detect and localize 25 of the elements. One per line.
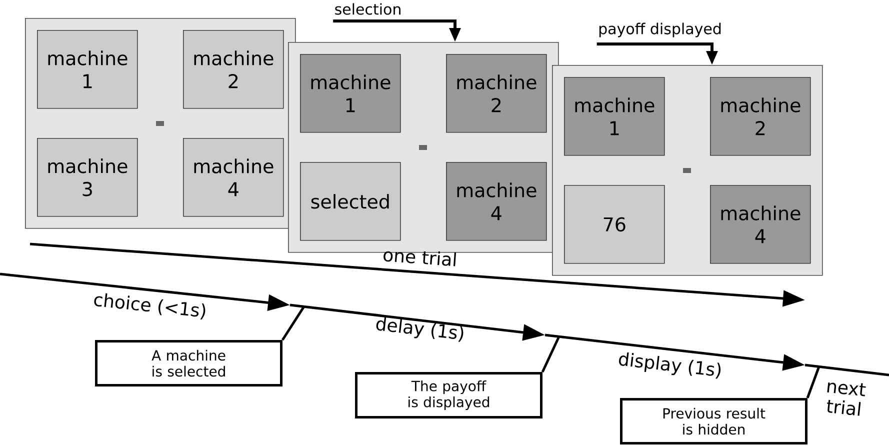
machine-box: machine 1 [564,77,665,156]
leader-line [806,366,820,398]
machine-box: machine 4 [183,138,284,217]
leader-line [541,336,560,373]
machine-box: 76 [564,185,665,264]
stage-label: selection [335,3,400,15]
duration-label: one trial [384,251,456,266]
callout-box: The payoff is displayed [355,372,542,418]
duration-label: next trial [827,382,866,416]
machine-box: machine 1 [37,30,138,109]
machine-box: machine 3 [37,138,138,217]
machine-box: machine 2 [710,77,811,156]
duration-label: choice (<1s) [94,293,206,320]
machine-box: machine 2 [446,54,547,133]
machine-box: machine 4 [710,185,811,264]
callout-box: Previous result is hidden [620,398,808,444]
machine-box: machine 4 [446,162,547,241]
machine-box: machine 1 [300,54,401,133]
leader-line [281,306,306,341]
machine-box: selected [300,162,401,241]
duration-label: display (1s) [619,352,721,379]
callout-box: A machine is selected [95,340,282,386]
machine-box: machine 2 [183,30,284,109]
stage-label: payoff displayed [599,22,721,38]
duration-label: delay (1s) [376,317,464,342]
